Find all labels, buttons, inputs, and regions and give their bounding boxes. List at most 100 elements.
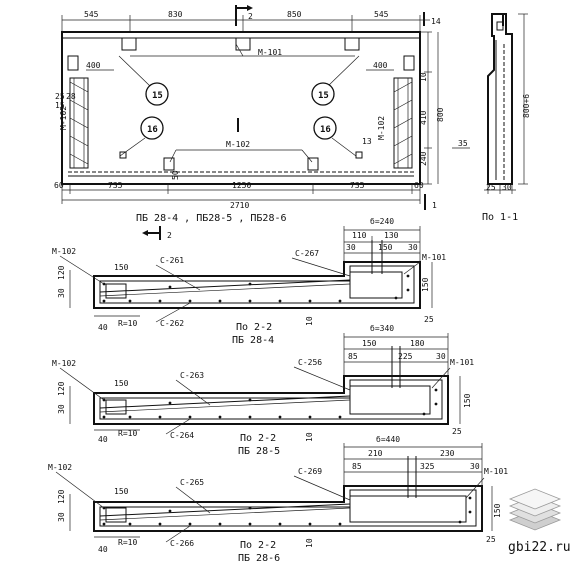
section-mark-right: 1 [432,201,437,210]
sec-c-25: 25 [486,535,496,544]
sec-b-top-dim-1: 150 [362,339,377,348]
sec-a-dim-120: 120 [57,265,66,280]
sec-a-title-1: По 2-2 [236,322,272,333]
callout-circle-15 [145,82,169,106]
bottom-dim-60-right: 60 [414,181,424,190]
watermark-logo [508,488,562,531]
sec-c-b-label: б=440 [376,434,400,444]
top-dim-3: 850 [287,10,302,19]
sec-a-m-right: М-101 [422,253,446,262]
sec-c-title-2: ПБ 28-6 [238,553,280,564]
sec-a-dim-40: 40 [98,323,108,332]
sec-a-top-dim-2: 130 [384,231,399,240]
sec-b-sub-dim-1: 85 [348,352,358,361]
section-mark-top: 2 [248,12,253,21]
dim-400-left: 400 [86,61,101,70]
callout-circle-16 [313,116,337,140]
sec-a-c-bottom: С-262 [160,319,184,328]
section-a: б=240 110 130 30 150 30 М-102 150 С-2 [52,216,446,346]
callout-circle-16 [140,116,164,140]
sec-a-m-left: М-102 [52,247,76,256]
mark-m102-left: М-102 [59,106,68,130]
section-c: б=440 210 230 85 325 30 М-102 150 С-265 … [48,434,508,564]
sec-b-top-dim-2: 180 [410,339,425,348]
main-title: ПБ 28-4 , ПБ28-5 , ПБ28-6 [136,213,287,224]
sec-a-sub-dim-2: 150 [378,243,393,252]
sec-c-top-dim-2: 230 [440,449,455,458]
sec-a-150-right: 150 [421,277,430,292]
sec-c-c-right: С-269 [298,467,322,476]
sec-b-title-2: ПБ 28-5 [238,446,280,457]
lifting-notch [344,37,360,51]
sec-b-title-1: По 2-2 [240,433,276,444]
sec-a-dim-30: 30 [57,288,66,298]
sec-a-b-label: б=240 [370,216,394,226]
sec-a-c-top: С-261 [160,256,184,265]
dim-13: 13 [362,137,372,146]
sec-c-outline [93,485,483,532]
sec-c-dim-10: 10 [305,538,314,548]
right-mark-14: 14 [431,17,441,26]
right-dim-240: 240 [419,151,428,166]
callout-16-left: 16 [147,125,158,135]
lifting-notch [121,37,137,51]
bottom-dim-60-left: 60 [54,181,64,190]
dim-25-left: 25 [55,92,65,101]
sec-b-outline [93,375,449,425]
sec-b-150-right: 150 [463,393,472,408]
main-elevation: 545 830 850 545 2 14 М-101 400 400 [54,5,470,240]
dim-15-left: 15 [55,101,65,110]
sec-c-c-bottom: С-266 [170,539,194,548]
callout-circle-15 [311,82,335,106]
sec-c-c-top: С-265 [180,478,204,487]
sec-c-dim-30: 30 [57,512,66,522]
right-dim-410: 410 [419,110,428,125]
sec-b-dim-30: 30 [57,404,66,414]
dim-28-left: 28 [66,92,76,101]
sec-c-dim-120: 120 [57,489,66,504]
sec-b-c-right: С-256 [298,358,322,367]
sec-c-150-right: 150 [493,503,502,518]
callout-15-left: 15 [152,91,163,101]
sec-c-dim-150: 150 [114,487,129,496]
dim-400-right: 400 [373,61,388,70]
sec-c-dim-40: 40 [98,545,108,554]
overall-length: 2710 [230,201,249,210]
sec-c-radius: R=10 [118,538,137,547]
top-dim-2: 830 [168,10,183,19]
sec-b-dim-150: 150 [114,379,129,388]
side-dim-25: 25 [486,183,496,192]
callout-16-right: 16 [320,125,331,135]
side-title: По 1-1 [482,212,518,223]
sec-a-sub-dim-1: 30 [346,243,356,252]
dim-50: 50 [171,170,180,180]
sec-c-sub-dim-3: 30 [470,462,480,471]
section-mark-bottom: 2 [167,231,172,240]
sec-b-c-bottom: С-264 [170,431,194,440]
side-view: 800+6 25 30 По 1-1 [482,13,531,223]
sec-b-b-label: б=340 [370,323,394,333]
sec-a-dim-10: 10 [305,316,314,326]
sec-b-dim-120: 120 [57,381,66,396]
sec-b-dim-10: 10 [305,432,314,442]
sec-c-m-left: М-102 [48,463,72,472]
sec-a-c-right: С-267 [295,249,319,258]
sec-a-radius: R=10 [118,319,137,328]
right-dim-800: 800 [436,107,445,122]
sec-a-outline [93,261,421,309]
mark-m101-top: М-101 [258,48,282,57]
bottom-dim-735-left: 735 [108,181,123,190]
bottom-dim-1250: 1250 [232,181,251,190]
sec-b-sub-dim-3: 30 [436,352,446,361]
watermark-text: gbi22.ru [508,540,571,555]
right-mark-35: 35 [458,139,468,148]
sec-b-c-top: С-263 [180,371,204,380]
side-dim-30: 30 [502,183,512,192]
sec-b-radius: R=10 [118,429,137,438]
sec-a-title-2: ПБ 28-4 [232,335,274,346]
sec-c-title-1: По 2-2 [240,540,276,551]
side-height: 800+6 [522,94,531,118]
sec-c-top-dim-1: 210 [368,449,383,458]
sec-b-m-right: М-101 [450,358,474,367]
